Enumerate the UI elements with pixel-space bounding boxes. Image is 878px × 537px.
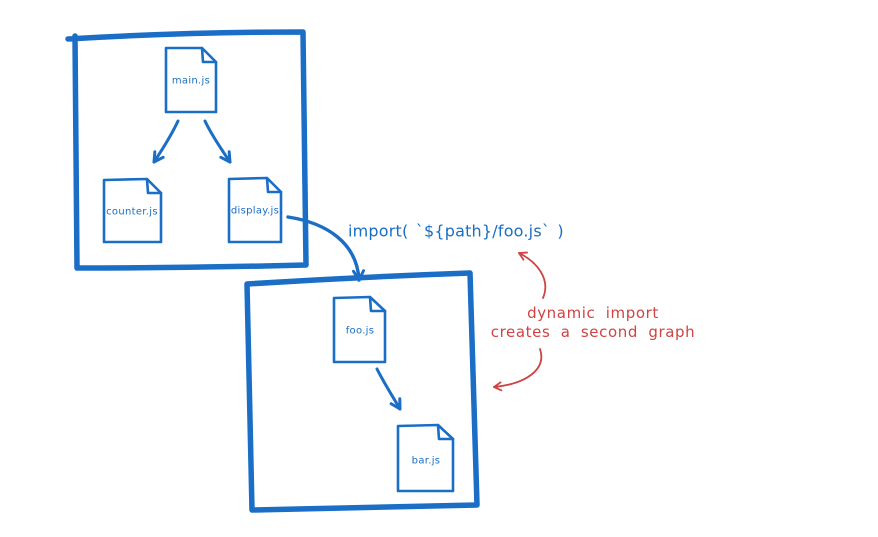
file-label-counter: counter.js bbox=[106, 206, 158, 218]
dog-ear-icon bbox=[436, 423, 455, 441]
annotation-arrow-to-import-call bbox=[518, 251, 547, 299]
edge-foo-to-bar bbox=[375, 367, 402, 411]
dog-ear-icon bbox=[145, 177, 163, 195]
file-icon-main bbox=[164, 46, 218, 114]
dog-ear-icon bbox=[368, 295, 387, 313]
file-label-display: display.js bbox=[230, 205, 280, 217]
dog-ear-icon bbox=[200, 46, 218, 64]
file-label-bar: bar.js bbox=[411, 455, 441, 467]
edge-main-to-counter bbox=[152, 119, 180, 164]
file-icon-counter bbox=[102, 177, 163, 244]
annotation-line-1: dynamic import bbox=[527, 304, 659, 322]
annotation-text: dynamic import creates a second graph bbox=[491, 304, 696, 342]
import-call-label: import( `${path}/foo.js` ) bbox=[348, 221, 564, 241]
file-label-main: main.js bbox=[171, 75, 211, 87]
file-icon-bar bbox=[396, 423, 455, 493]
dog-ear-icon bbox=[265, 176, 283, 194]
annotation-line-2: creates a second graph bbox=[490, 323, 696, 341]
edge-main-to-display bbox=[203, 119, 232, 164]
file-label-foo: foo.js bbox=[345, 325, 375, 337]
file-icon-display bbox=[227, 176, 283, 244]
module-graph-1-box bbox=[65, 29, 309, 271]
file-icon-foo bbox=[332, 295, 387, 364]
module-graph-2-box bbox=[244, 270, 480, 513]
annotation-arrow-to-graph-2 bbox=[493, 348, 543, 392]
edge-display-to-foo-dynamic-import bbox=[286, 215, 365, 282]
